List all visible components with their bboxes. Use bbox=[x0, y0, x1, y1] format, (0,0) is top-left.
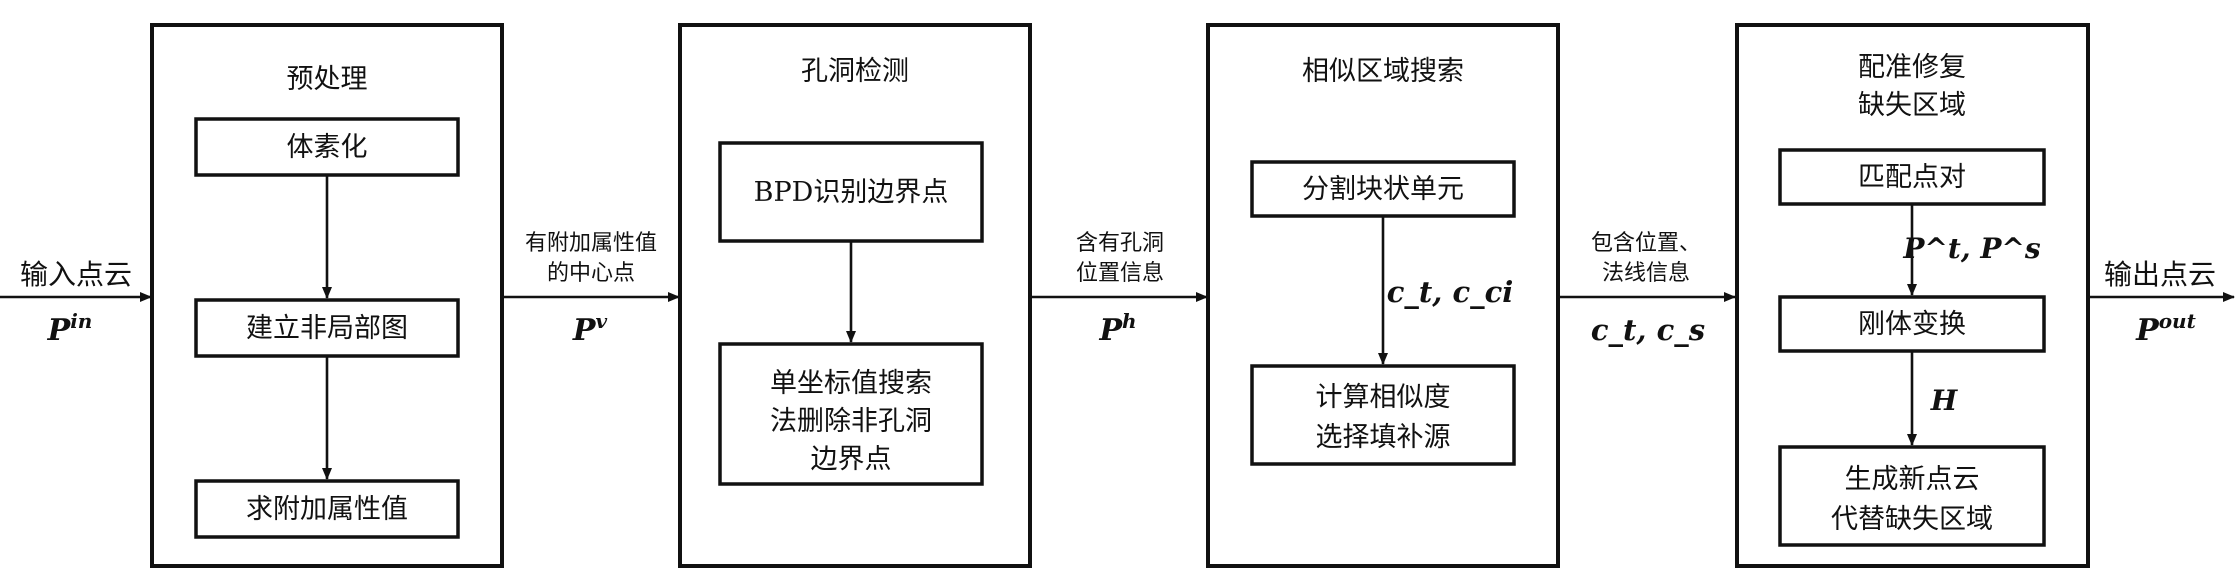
step-similarity-box bbox=[1250, 364, 1516, 466]
output-symbol: Pout bbox=[2135, 309, 2196, 348]
between-s4-2: H bbox=[1930, 384, 1959, 417]
step-single-coord-box bbox=[718, 342, 984, 486]
step-single-coord-line-1: 单坐标值搜索 bbox=[770, 368, 932, 399]
step-voxelize-box bbox=[194, 117, 460, 177]
step-rigid-transform-label: 刚体变换 bbox=[1858, 309, 1966, 340]
step-rigid-transform-box bbox=[1778, 295, 2046, 353]
between-s4-1: P^t, P^s bbox=[1902, 232, 2040, 265]
input-symbol: Pin bbox=[47, 309, 93, 348]
step-build-graph-label: 建立非局部图 bbox=[246, 313, 408, 344]
step-match-pairs-label: 匹配点对 bbox=[1858, 162, 1966, 193]
step-similarity-line-1: 计算相似度 bbox=[1316, 382, 1451, 413]
step-single-coord-line-2: 法删除非孔洞 bbox=[770, 406, 932, 437]
link-1-symbol: Pv bbox=[572, 309, 608, 348]
stage-hole-detection: 孔洞检测 BPD识别边界点 单坐标值搜索 法删除非孔洞 边界点 bbox=[678, 23, 1032, 568]
stage-hole-detection-title: 孔洞检测 bbox=[801, 56, 909, 87]
link-2-text-2: 位置信息 bbox=[1076, 261, 1164, 286]
stage-registration-title-1: 配准修复 bbox=[1858, 52, 1966, 83]
input-group: 输入点云 Pin bbox=[0, 258, 152, 348]
link-3-text-2: 法线信息 bbox=[1602, 261, 1690, 286]
step-attr-value-box bbox=[194, 479, 460, 539]
step-attr-value-label: 求附加属性值 bbox=[246, 494, 408, 525]
stage-preprocess: 预处理 体素化 建立非局部图 求附加属性值 bbox=[150, 23, 504, 568]
step-bpd-label: BPD识别边界点 bbox=[754, 177, 949, 208]
between-s3-1: c_t, c_ci bbox=[1387, 275, 1514, 309]
link-2-symbol: Ph bbox=[1098, 309, 1136, 348]
stage-registration-repair: 配准修复 缺失区域 匹配点对 P^t, P^s 刚体变换 H 生成新点云 代替缺… bbox=[1735, 23, 2090, 568]
link-2-text-1: 含有孔洞 bbox=[1076, 231, 1164, 256]
step-similarity-line-2: 选择填补源 bbox=[1316, 422, 1451, 453]
link-3: 包含位置、 法线信息 c_t, c_s bbox=[1558, 231, 1736, 347]
link-3-symbol: c_t, c_s bbox=[1591, 313, 1705, 347]
stage-preprocess-title: 预处理 bbox=[287, 64, 368, 95]
step-segment-label: 分割块状单元 bbox=[1302, 174, 1464, 205]
link-3-text-1: 包含位置、 bbox=[1591, 231, 1701, 256]
link-1-text-1: 有附加属性值 bbox=[525, 231, 657, 256]
stage-similar-search-title: 相似区域搜索 bbox=[1302, 56, 1464, 87]
stage-similar-search: 相似区域搜索 分割块状单元 c_t, c_ci 计算相似度 选择填补源 bbox=[1206, 23, 1560, 568]
stage-registration-title-2: 缺失区域 bbox=[1858, 90, 1966, 121]
link-1: 有附加属性值 的中心点 Pv bbox=[502, 231, 680, 348]
step-bpd-box bbox=[718, 141, 984, 243]
step-single-coord-line-3: 边界点 bbox=[811, 444, 892, 475]
output-label: 输出点云 bbox=[2104, 258, 2216, 291]
input-label: 输入点云 bbox=[20, 258, 132, 291]
link-2: 含有孔洞 位置信息 Ph bbox=[1030, 231, 1208, 348]
step-generate-line-2: 代替缺失区域 bbox=[1831, 504, 1993, 535]
output-group: 输出点云 Pout bbox=[2088, 258, 2235, 348]
step-voxelize-label: 体素化 bbox=[287, 132, 368, 163]
link-1-text-2: 的中心点 bbox=[547, 261, 635, 286]
step-build-graph-box bbox=[194, 298, 460, 358]
step-generate-line-1: 生成新点云 bbox=[1845, 464, 1980, 495]
step-generate-box bbox=[1778, 445, 2046, 547]
